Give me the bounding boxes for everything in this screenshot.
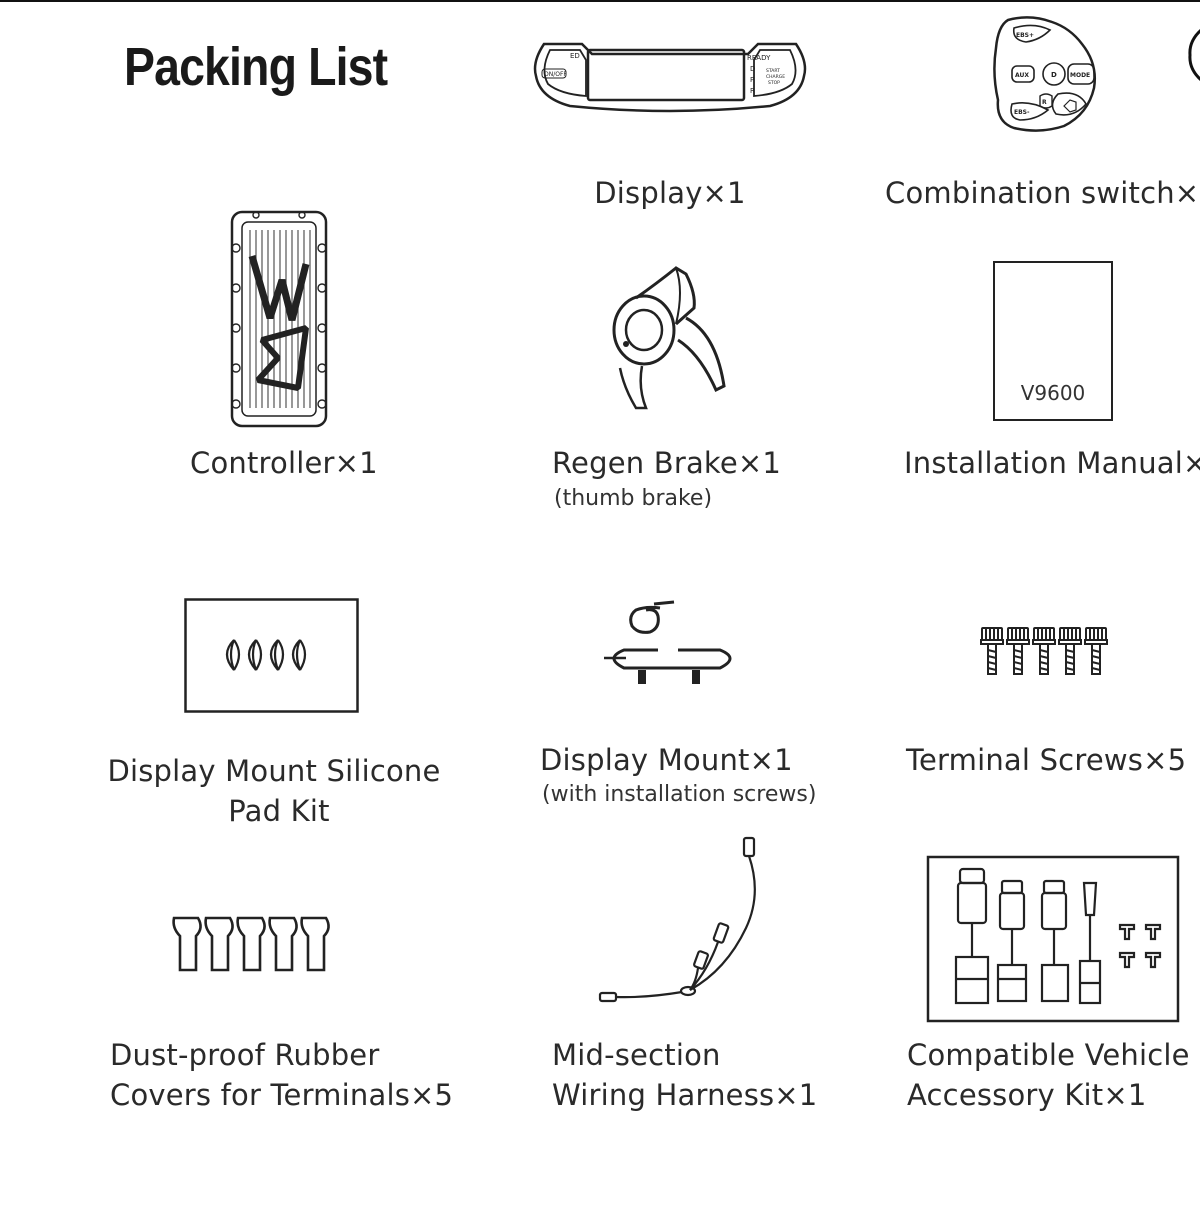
item-label-combination-switch: Combination switch× (885, 176, 1200, 210)
manual-model-text: V9600 (1021, 381, 1086, 405)
switch-aux-text: AUX (1015, 72, 1029, 79)
silicone-pad-kit-icon (184, 598, 360, 714)
switch-mode-text: MODE (1070, 72, 1090, 79)
item-label-display-mount: Display Mount×1 (540, 743, 793, 777)
page-title: Packing List (124, 37, 388, 97)
item-label-controller: Controller×1 (190, 446, 378, 480)
item-note-display-mount: (with installation screws) (542, 782, 817, 807)
item-label-pad-kit-line2: Pad Kit (228, 794, 330, 828)
switch-ebs-minus-text: EBS- (1014, 109, 1030, 116)
item-label-display: Display×1 (594, 176, 746, 210)
display-icon: ED ON/OFF READY D P R START CHARGE STOP (530, 40, 810, 113)
item-label-rubber-covers-line2: Covers for Terminals×5 (110, 1078, 454, 1112)
edge-arc-decoration (1180, 10, 1200, 104)
item-label-rubber-covers-line1: Dust-proof Rubber (110, 1038, 380, 1072)
item-label-installation-manual: Installation Manual× (904, 446, 1200, 480)
switch-r-text: R (1042, 99, 1047, 106)
item-label-terminal-screws: Terminal Screws×5 (906, 743, 1187, 777)
display-ready-text: READY (747, 54, 771, 62)
item-note-regen-brake: (thumb brake) (554, 486, 713, 511)
display-mount-icon (602, 598, 742, 690)
display-ed-text: ED (570, 52, 580, 60)
accessory-kit-icon (926, 855, 1182, 1023)
display-onoff-text: ON/OFF (544, 71, 567, 78)
charge-text: CHARGE (766, 74, 785, 80)
item-label-accessory-kit-line2: Accessory Kit×1 (907, 1078, 1147, 1112)
start-text: START (766, 68, 780, 74)
terminal-screws-icon (980, 626, 1112, 678)
item-label-regen-brake: Regen Brake×1 (552, 446, 782, 480)
gear-p-text: P (750, 76, 754, 84)
switch-d-text: D (1051, 71, 1057, 79)
stop-text: STOP (768, 80, 780, 86)
switch-ebs-plus-text: EBS+ (1016, 32, 1034, 39)
gear-r-text: R (750, 87, 755, 95)
gear-d-text: D (750, 65, 755, 73)
rubber-covers-icon (170, 914, 334, 974)
item-label-accessory-kit-line1: Compatible Vehicle (907, 1038, 1190, 1072)
wiring-harness-icon (596, 834, 786, 1010)
thumb-brake-icon (606, 264, 736, 414)
item-label-pad-kit-line1: Display Mount Silicone (107, 754, 441, 788)
manual-booklet-icon: V9600 (992, 260, 1114, 424)
top-border (0, 0, 1200, 2)
item-label-harness-line1: Mid-section (552, 1038, 721, 1072)
combination-switch-icon: EBS+ AUX D MODE R EBS- (990, 14, 1102, 134)
item-label-harness-line2: Wiring Harness×1 (552, 1078, 818, 1112)
controller-icon (222, 208, 336, 430)
